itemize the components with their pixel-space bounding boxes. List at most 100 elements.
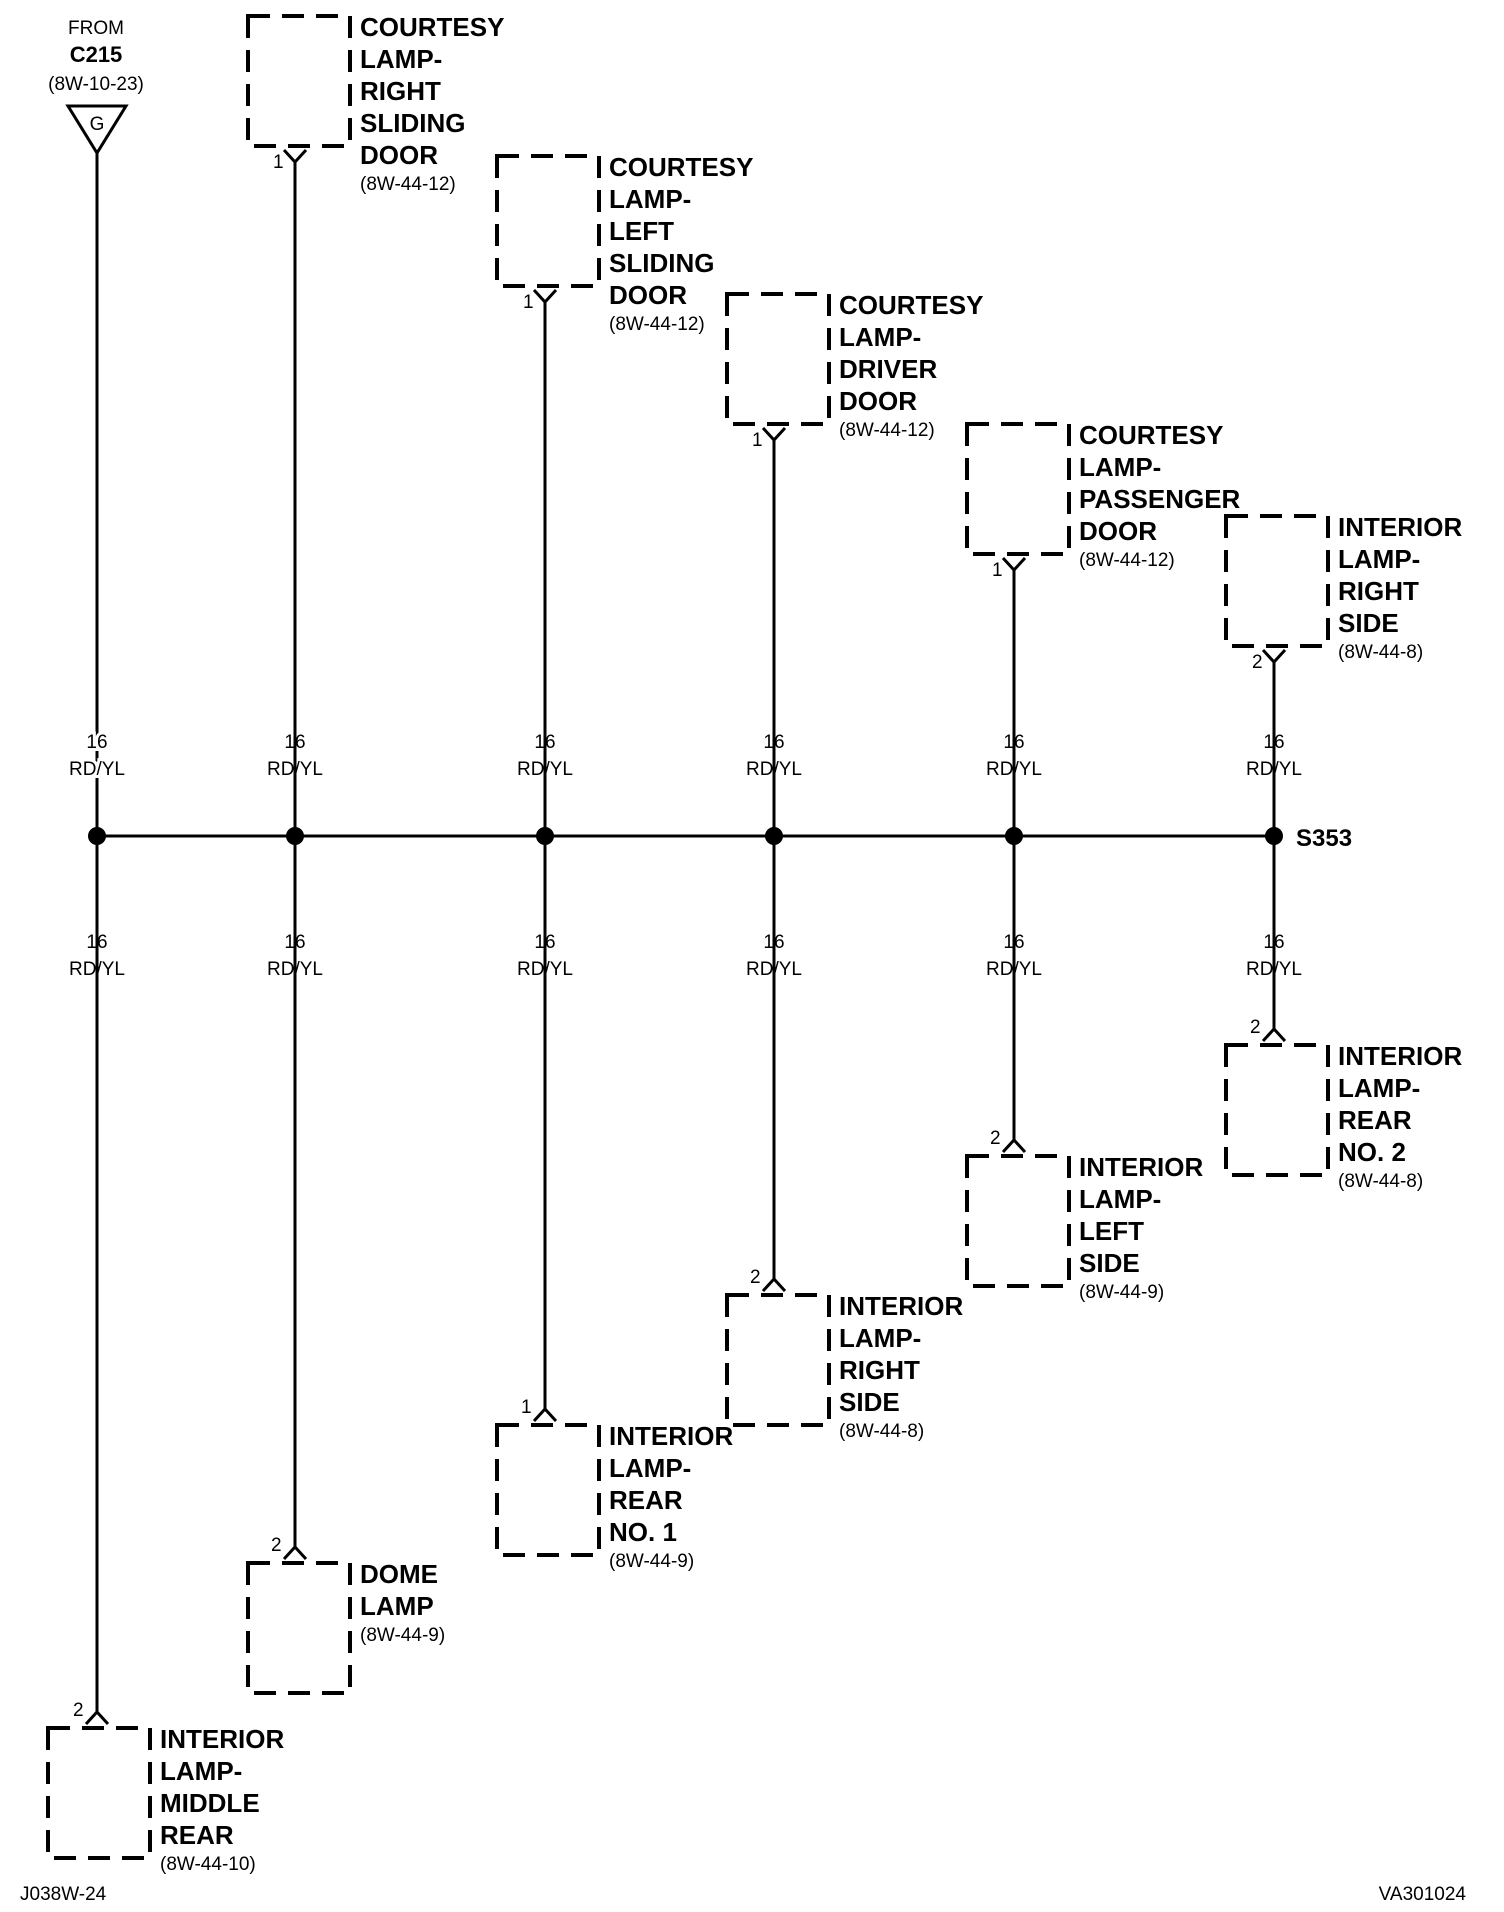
component-label-line: DRIVER xyxy=(839,354,937,384)
component-label-line: LEFT xyxy=(609,216,674,246)
splice-label: S353 xyxy=(1296,825,1352,852)
component-label-line: COURTESY xyxy=(609,152,753,182)
component-label-line: LAMP- xyxy=(1338,1073,1420,1103)
component-label-line: SLIDING xyxy=(609,248,714,278)
component-box xyxy=(46,1726,152,1860)
component-label-line: DOOR xyxy=(839,386,917,416)
component-label-line: LAMP- xyxy=(609,1453,691,1483)
pin-number: 1 xyxy=(752,430,763,451)
component-ref: (8W-44-12) xyxy=(609,314,705,335)
component-label-line: COURTESY xyxy=(839,290,983,320)
component-label-line: DOME xyxy=(360,1559,438,1589)
component-label-line: INTERIOR xyxy=(839,1291,963,1321)
component-box xyxy=(246,1561,352,1695)
wire-color: RD/YL xyxy=(69,759,125,780)
pin-number: 1 xyxy=(992,560,1003,581)
terminal-icon xyxy=(1001,556,1027,573)
component-box xyxy=(1224,514,1330,648)
pin-number: 2 xyxy=(73,1700,84,1721)
component-label-line: REAR xyxy=(1338,1105,1412,1135)
pin-number: 2 xyxy=(750,1267,761,1288)
terminal-icon xyxy=(1261,1026,1287,1043)
pin-number: 1 xyxy=(521,1397,532,1418)
component-label-line: INTERIOR xyxy=(1079,1152,1203,1182)
component-label-line: RIGHT xyxy=(1338,576,1419,606)
wire-gauge: 16 xyxy=(86,732,107,753)
component-label-line: INTERIOR xyxy=(160,1724,284,1754)
bottom-components: 2INTERIORLAMP-MIDDLEREAR(8W-44-10)2DOMEL… xyxy=(46,836,1462,1875)
terminal-icon xyxy=(282,1544,308,1561)
component-label-line: LEFT xyxy=(1079,1216,1144,1246)
component-box xyxy=(725,1293,831,1427)
terminal-icon xyxy=(761,1276,787,1293)
ground-triangle-icon xyxy=(65,104,129,156)
component-label-line: RIGHT xyxy=(839,1355,920,1385)
component-label-line: PASSENGER xyxy=(1079,484,1241,514)
component-label-line: INTERIOR xyxy=(609,1421,733,1451)
component-ref: (8W-44-12) xyxy=(1079,550,1175,571)
terminal-icon xyxy=(761,426,787,443)
component-ref: (8W-44-8) xyxy=(1338,642,1423,663)
component-label-line: DOOR xyxy=(609,280,687,310)
component-label-line: LAMP- xyxy=(609,184,691,214)
component-label-line: COURTESY xyxy=(1079,420,1223,450)
lower-wires: 16RD/YL16RD/YL16RD/YL16RD/YL16RD/YL16RD/… xyxy=(66,827,1305,983)
component-label-line: REAR xyxy=(609,1485,683,1515)
component-label-line: SIDE xyxy=(1338,608,1399,638)
component-ref: (8W-44-9) xyxy=(360,1625,445,1646)
pin-number: 2 xyxy=(271,1535,282,1556)
component-label-line: RIGHT xyxy=(360,76,441,106)
terminal-icon xyxy=(84,1709,110,1726)
component-label-line: LAMP- xyxy=(360,44,442,74)
component-label-line: NO. 2 xyxy=(1338,1137,1406,1167)
component-label-line: SLIDING xyxy=(360,108,465,138)
pin-number: 1 xyxy=(523,292,534,313)
terminal-icon xyxy=(532,288,558,305)
component-label-line: NO. 1 xyxy=(609,1517,677,1547)
component-ref: (8W-44-9) xyxy=(609,1551,694,1572)
component-ref: (8W-44-9) xyxy=(1079,1282,1164,1303)
component-ref: (8W-44-10) xyxy=(160,1854,256,1875)
source-ref: (8W-10-23) xyxy=(48,74,144,95)
terminal-label: G xyxy=(90,114,105,135)
component-label-line: LAMP- xyxy=(160,1756,242,1786)
component-label-line: LAMP- xyxy=(1338,544,1420,574)
terminal-icon xyxy=(282,148,308,165)
component-label-line: INTERIOR xyxy=(1338,1041,1462,1071)
terminal-icon xyxy=(1261,648,1287,665)
component-box xyxy=(965,422,1071,556)
component-box xyxy=(1224,1043,1330,1177)
component-box xyxy=(495,1423,601,1557)
source-connector-label: C215 xyxy=(70,42,123,67)
component-label-line: INTERIOR xyxy=(1338,512,1462,542)
component-label-line: MIDDLE xyxy=(160,1788,260,1818)
component-box xyxy=(495,154,601,288)
pin-number: 2 xyxy=(1252,652,1263,673)
component-ref: (8W-44-12) xyxy=(839,420,935,441)
pin-number: 2 xyxy=(990,1128,1001,1149)
component-label-line: LAMP- xyxy=(839,1323,921,1353)
component-ref: (8W-44-12) xyxy=(360,174,456,195)
component-label-line: SIDE xyxy=(839,1387,900,1417)
component-label-line: LAMP- xyxy=(839,322,921,352)
top-components: 1COURTESYLAMP-RIGHTSLIDINGDOOR(8W-44-12)… xyxy=(246,12,1462,836)
footer-right: VA301024 xyxy=(1379,1884,1467,1905)
pin-number: 2 xyxy=(1250,1017,1261,1038)
terminal-icon xyxy=(532,1406,558,1423)
component-label-line: SIDE xyxy=(1079,1248,1140,1278)
component-label-line: LAMP- xyxy=(1079,452,1161,482)
component-label-line: REAR xyxy=(160,1820,234,1850)
from-label: FROM xyxy=(68,18,124,39)
component-label-line: DOOR xyxy=(360,140,438,170)
component-box xyxy=(965,1154,1071,1288)
component-box xyxy=(725,292,831,426)
component-label-line: LAMP xyxy=(360,1591,434,1621)
